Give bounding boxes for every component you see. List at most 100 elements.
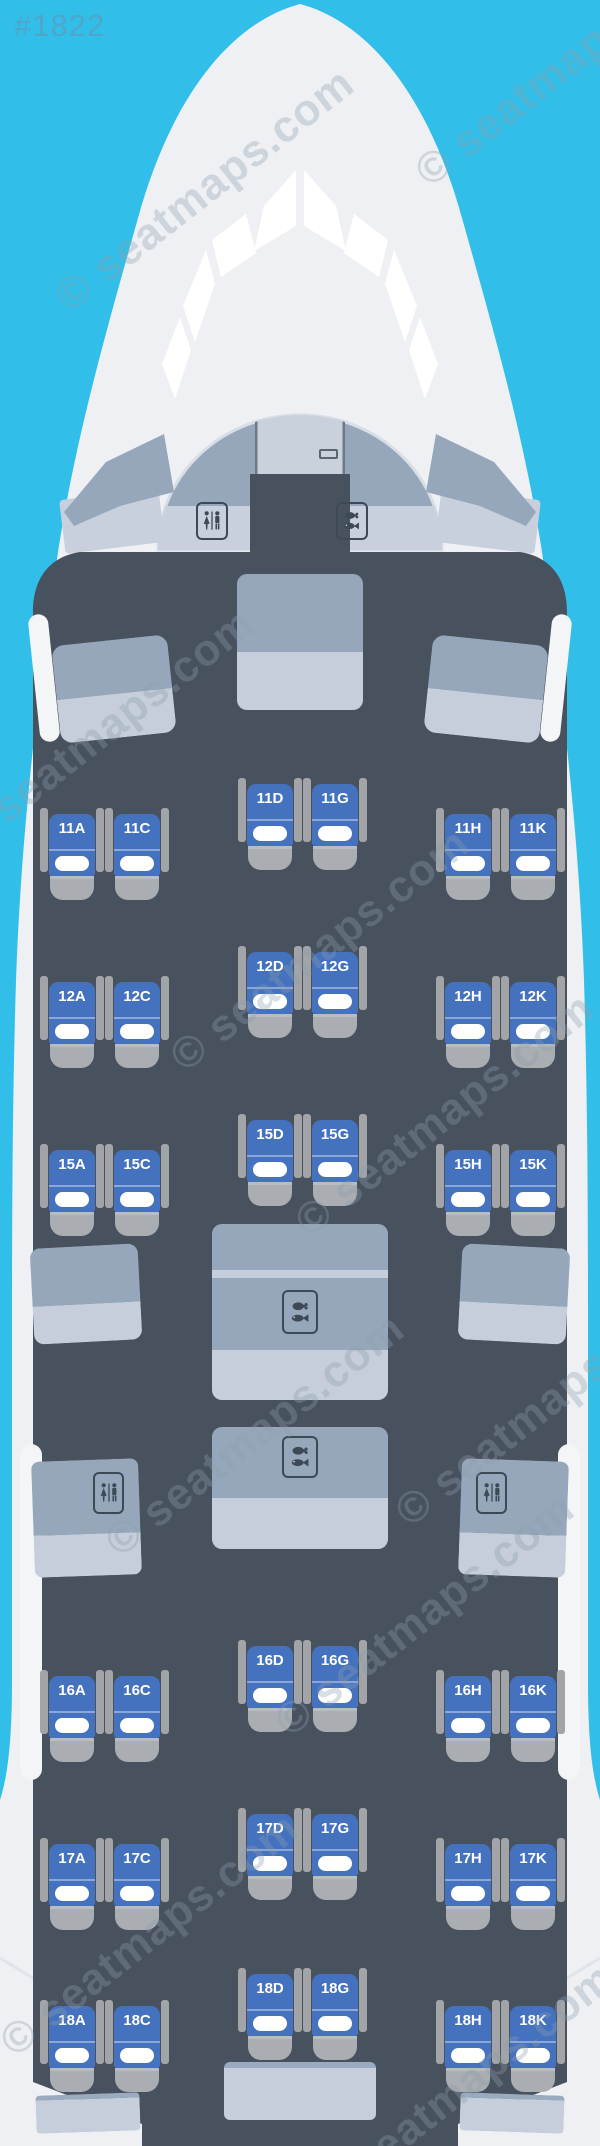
seat-body[interactable]: 18H (445, 2006, 491, 2092)
seat-16c[interactable]: 16C (105, 1670, 169, 1762)
seat-body[interactable]: 17A (49, 1844, 95, 1930)
seat-back: 16C (114, 1676, 160, 1738)
seat-body[interactable]: 12C (114, 982, 160, 1068)
seat-body[interactable]: 12D (247, 952, 293, 1038)
seat-body[interactable]: 15C (114, 1150, 160, 1236)
seat-18c[interactable]: 18C (105, 2000, 169, 2092)
seat-11d[interactable]: 11D (238, 778, 302, 870)
seat-16d[interactable]: 16D (238, 1640, 302, 1732)
seat-body[interactable]: 12K (510, 982, 556, 1068)
seat-body[interactable]: 15K (510, 1150, 556, 1236)
seat-17k[interactable]: 17K (501, 1838, 565, 1930)
seat-16a[interactable]: 16A (40, 1670, 104, 1762)
seat-17c[interactable]: 17C (105, 1838, 169, 1930)
seat-divider (247, 1681, 293, 1683)
seat-18h[interactable]: 18H (436, 2000, 500, 2092)
seat-base (446, 1044, 490, 1068)
seat-body[interactable]: 12H (445, 982, 491, 1068)
seat-12a[interactable]: 12A (40, 976, 104, 1068)
seat-body[interactable]: 11C (114, 814, 160, 900)
seat-label: 15A (58, 1156, 86, 1173)
seat-body[interactable]: 16G (312, 1646, 358, 1732)
seat-18g[interactable]: 18G (303, 1968, 367, 2060)
seat-15h[interactable]: 15H (436, 1144, 500, 1236)
seat-15c[interactable]: 15C (105, 1144, 169, 1236)
seat-18k[interactable]: 18K (501, 2000, 565, 2092)
seat-16k[interactable]: 16K (501, 1670, 565, 1762)
seat-body[interactable]: 11K (510, 814, 556, 900)
headrest-pillow-icon (55, 2048, 89, 2063)
seat-12g[interactable]: 12G (303, 946, 367, 1038)
seat-back: 17C (114, 1844, 160, 1906)
seat-base (50, 1044, 94, 1068)
seat-11k[interactable]: 11K (501, 808, 565, 900)
seat-body[interactable]: 17D (247, 1814, 293, 1900)
seat-11a[interactable]: 11A (40, 808, 104, 900)
seat-back: 18G (312, 1974, 358, 2036)
seat-18d[interactable]: 18D (238, 1968, 302, 2060)
seat-body[interactable]: 11H (445, 814, 491, 900)
seat-11h[interactable]: 11H (436, 808, 500, 900)
seat-body[interactable]: 17K (510, 1844, 556, 1930)
seat-body[interactable]: 12A (49, 982, 95, 1068)
seat-back: 15C (114, 1150, 160, 1212)
seat-15k[interactable]: 15K (501, 1144, 565, 1236)
headrest-pillow-icon (451, 1192, 485, 1207)
seat-body[interactable]: 18G (312, 1974, 358, 2060)
seat-11c[interactable]: 11C (105, 808, 169, 900)
seat-body[interactable]: 11A (49, 814, 95, 900)
seat-body[interactable]: 18C (114, 2006, 160, 2092)
seat-18a[interactable]: 18A (40, 2000, 104, 2092)
seat-12h[interactable]: 12H (436, 976, 500, 1068)
seat-body[interactable]: 16A (49, 1676, 95, 1762)
seat-body[interactable]: 16C (114, 1676, 160, 1762)
seat-15d[interactable]: 15D (238, 1114, 302, 1206)
seat-15g[interactable]: 15G (303, 1114, 367, 1206)
galley-icon (288, 1442, 313, 1472)
armrest-icon (238, 1968, 246, 2032)
seat-body[interactable]: 15H (445, 1150, 491, 1236)
armrest-icon (294, 1808, 302, 1872)
seat-12d[interactable]: 12D (238, 946, 302, 1038)
seat-label: 15C (123, 1156, 151, 1173)
seat-17h[interactable]: 17H (436, 1838, 500, 1930)
seat-body[interactable]: 18D (247, 1974, 293, 2060)
seat-divider (445, 1711, 491, 1713)
seat-12c[interactable]: 12C (105, 976, 169, 1068)
seat-body[interactable]: 16H (445, 1676, 491, 1762)
seat-base (313, 2036, 357, 2060)
seat-body[interactable]: 17G (312, 1814, 358, 1900)
seat-body[interactable]: 11G (312, 784, 358, 870)
seat-base (446, 1212, 490, 1236)
seat-body[interactable]: 15D (247, 1120, 293, 1206)
seat-body[interactable]: 17C (114, 1844, 160, 1930)
armrest-icon (294, 1968, 302, 2032)
seat-back: 11K (510, 814, 556, 876)
seat-12k[interactable]: 12K (501, 976, 565, 1068)
seat-11g[interactable]: 11G (303, 778, 367, 870)
seat-body[interactable]: 15A (49, 1150, 95, 1236)
seat-divider (510, 1017, 556, 1019)
seat-16g[interactable]: 16G (303, 1640, 367, 1732)
seat-body[interactable]: 16K (510, 1676, 556, 1762)
seat-body[interactable]: 18K (510, 2006, 556, 2092)
seat-15a[interactable]: 15A (40, 1144, 104, 1236)
headrest-pillow-icon (318, 1162, 352, 1177)
seat-17g[interactable]: 17G (303, 1808, 367, 1900)
mid-left-lavatory-sign (93, 1472, 124, 1514)
seat-body[interactable]: 11D (247, 784, 293, 870)
seat-body[interactable]: 18A (49, 2006, 95, 2092)
seat-17d[interactable]: 17D (238, 1808, 302, 1900)
armrest-icon (436, 1670, 444, 1734)
headrest-pillow-icon (253, 2016, 287, 2031)
headrest-pillow-icon (253, 1162, 287, 1177)
mid-galley-a-sign (282, 1290, 318, 1334)
seat-16h[interactable]: 16H (436, 1670, 500, 1762)
seat-body[interactable]: 15G (312, 1120, 358, 1206)
seat-17a[interactable]: 17A (40, 1838, 104, 1930)
seat-body[interactable]: 12G (312, 952, 358, 1038)
seat-body[interactable]: 17H (445, 1844, 491, 1930)
headrest-pillow-icon (55, 1192, 89, 1207)
lavatory-icon (481, 1479, 503, 1507)
seat-body[interactable]: 16D (247, 1646, 293, 1732)
